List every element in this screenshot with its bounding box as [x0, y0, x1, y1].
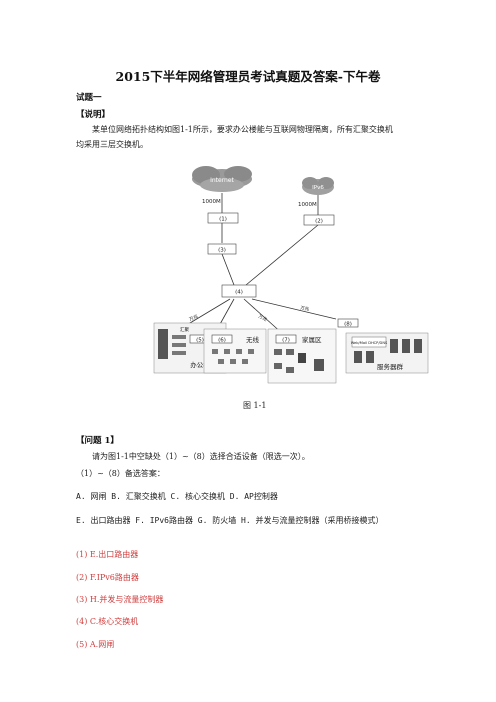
family-label: 家属区 [302, 335, 322, 344]
server-group: (8) Web/Mail DHCP/DNS 服务器群 [337, 318, 429, 374]
device-box-7: (7) [282, 338, 290, 344]
internet-label: Internet [210, 177, 234, 184]
description-line-1: 某单位网络拓扑结构如图1-1所示，要求办公楼能与互联网物理隔离，所有汇聚交换机 [92, 125, 393, 134]
svg-text:(2): (2) [315, 219, 323, 225]
link-1000m-left: 1000M [202, 199, 221, 205]
gigabit-left-label: 万兆 [188, 312, 200, 322]
page-title: 2015下半年网络管理员考试真题及答案-下午卷 [115, 69, 381, 84]
question-heading: 【问题 1】 [76, 436, 119, 446]
svg-text:(3): (3) [218, 248, 226, 254]
agg-label: 汇聚 [180, 326, 189, 333]
device-box-5: (5) [196, 338, 204, 344]
options-line-1: A. 网闸 B. 汇聚交换机 C. 核心交换机 D. AP控制器 [76, 492, 278, 501]
network-topology-diagram: Internet IPv6 1000M 1000M (1) (2) (3) (4… [153, 166, 429, 384]
answer-1: (1) E.出口路由器 [76, 550, 139, 559]
device-box-6: (6) [218, 338, 226, 344]
gigabit-right-label: 万兆 [300, 304, 311, 313]
internet-cloud: Internet [192, 166, 252, 192]
family-area-group: (7) 家属区 [267, 328, 337, 384]
answer-2: (2) F.IPv6路由器 [76, 573, 139, 582]
link-1000m-right: 1000M [298, 202, 317, 208]
wireless-label: 无线 [246, 335, 260, 344]
description-heading: 【说明】 [76, 110, 111, 120]
device-box-3: (3) [207, 243, 237, 255]
device-box-8: (8) [344, 322, 352, 328]
description-line-2: 均采用三层交换机。 [76, 140, 148, 149]
answer-4: (4) C.核心交换机 [76, 617, 139, 626]
section-heading: 试题一 [76, 93, 102, 103]
ipv6-cloud: IPv6 [302, 177, 334, 195]
device-box-4: (4) [221, 284, 257, 298]
figure-caption: 图 1-1 [243, 401, 267, 410]
svg-text:(4): (4) [235, 290, 243, 296]
svg-text:(1): (1) [219, 217, 227, 223]
question-line-2: （1）~（8）备选答案： [76, 469, 165, 478]
server-label: 服务器群 [377, 362, 404, 371]
gigabit-mid-label: 万兆 [257, 313, 269, 324]
question-line-1: 请为图1-1中空缺处（1）~（8）选择合适设备（限选一次）。 [92, 452, 310, 461]
options-line-2: E. 出口路由器 F. IPv6路由器 G. 防火墙 H. 并发与流量控制器（采… [76, 516, 384, 525]
answer-5: (5) A.网闸 [76, 640, 115, 649]
device-box-1: (1) [207, 212, 239, 224]
answer-3: (3) H.并发与流量控制器 [76, 595, 164, 604]
server-box-label: Web/Mail DHCP/DNS [351, 341, 388, 345]
device-box-2: (2) [303, 214, 335, 226]
office-label: 办公楼 [190, 360, 210, 369]
ipv6-label: IPv6 [312, 185, 324, 191]
wireless-group: (6) 无线 [203, 328, 267, 374]
